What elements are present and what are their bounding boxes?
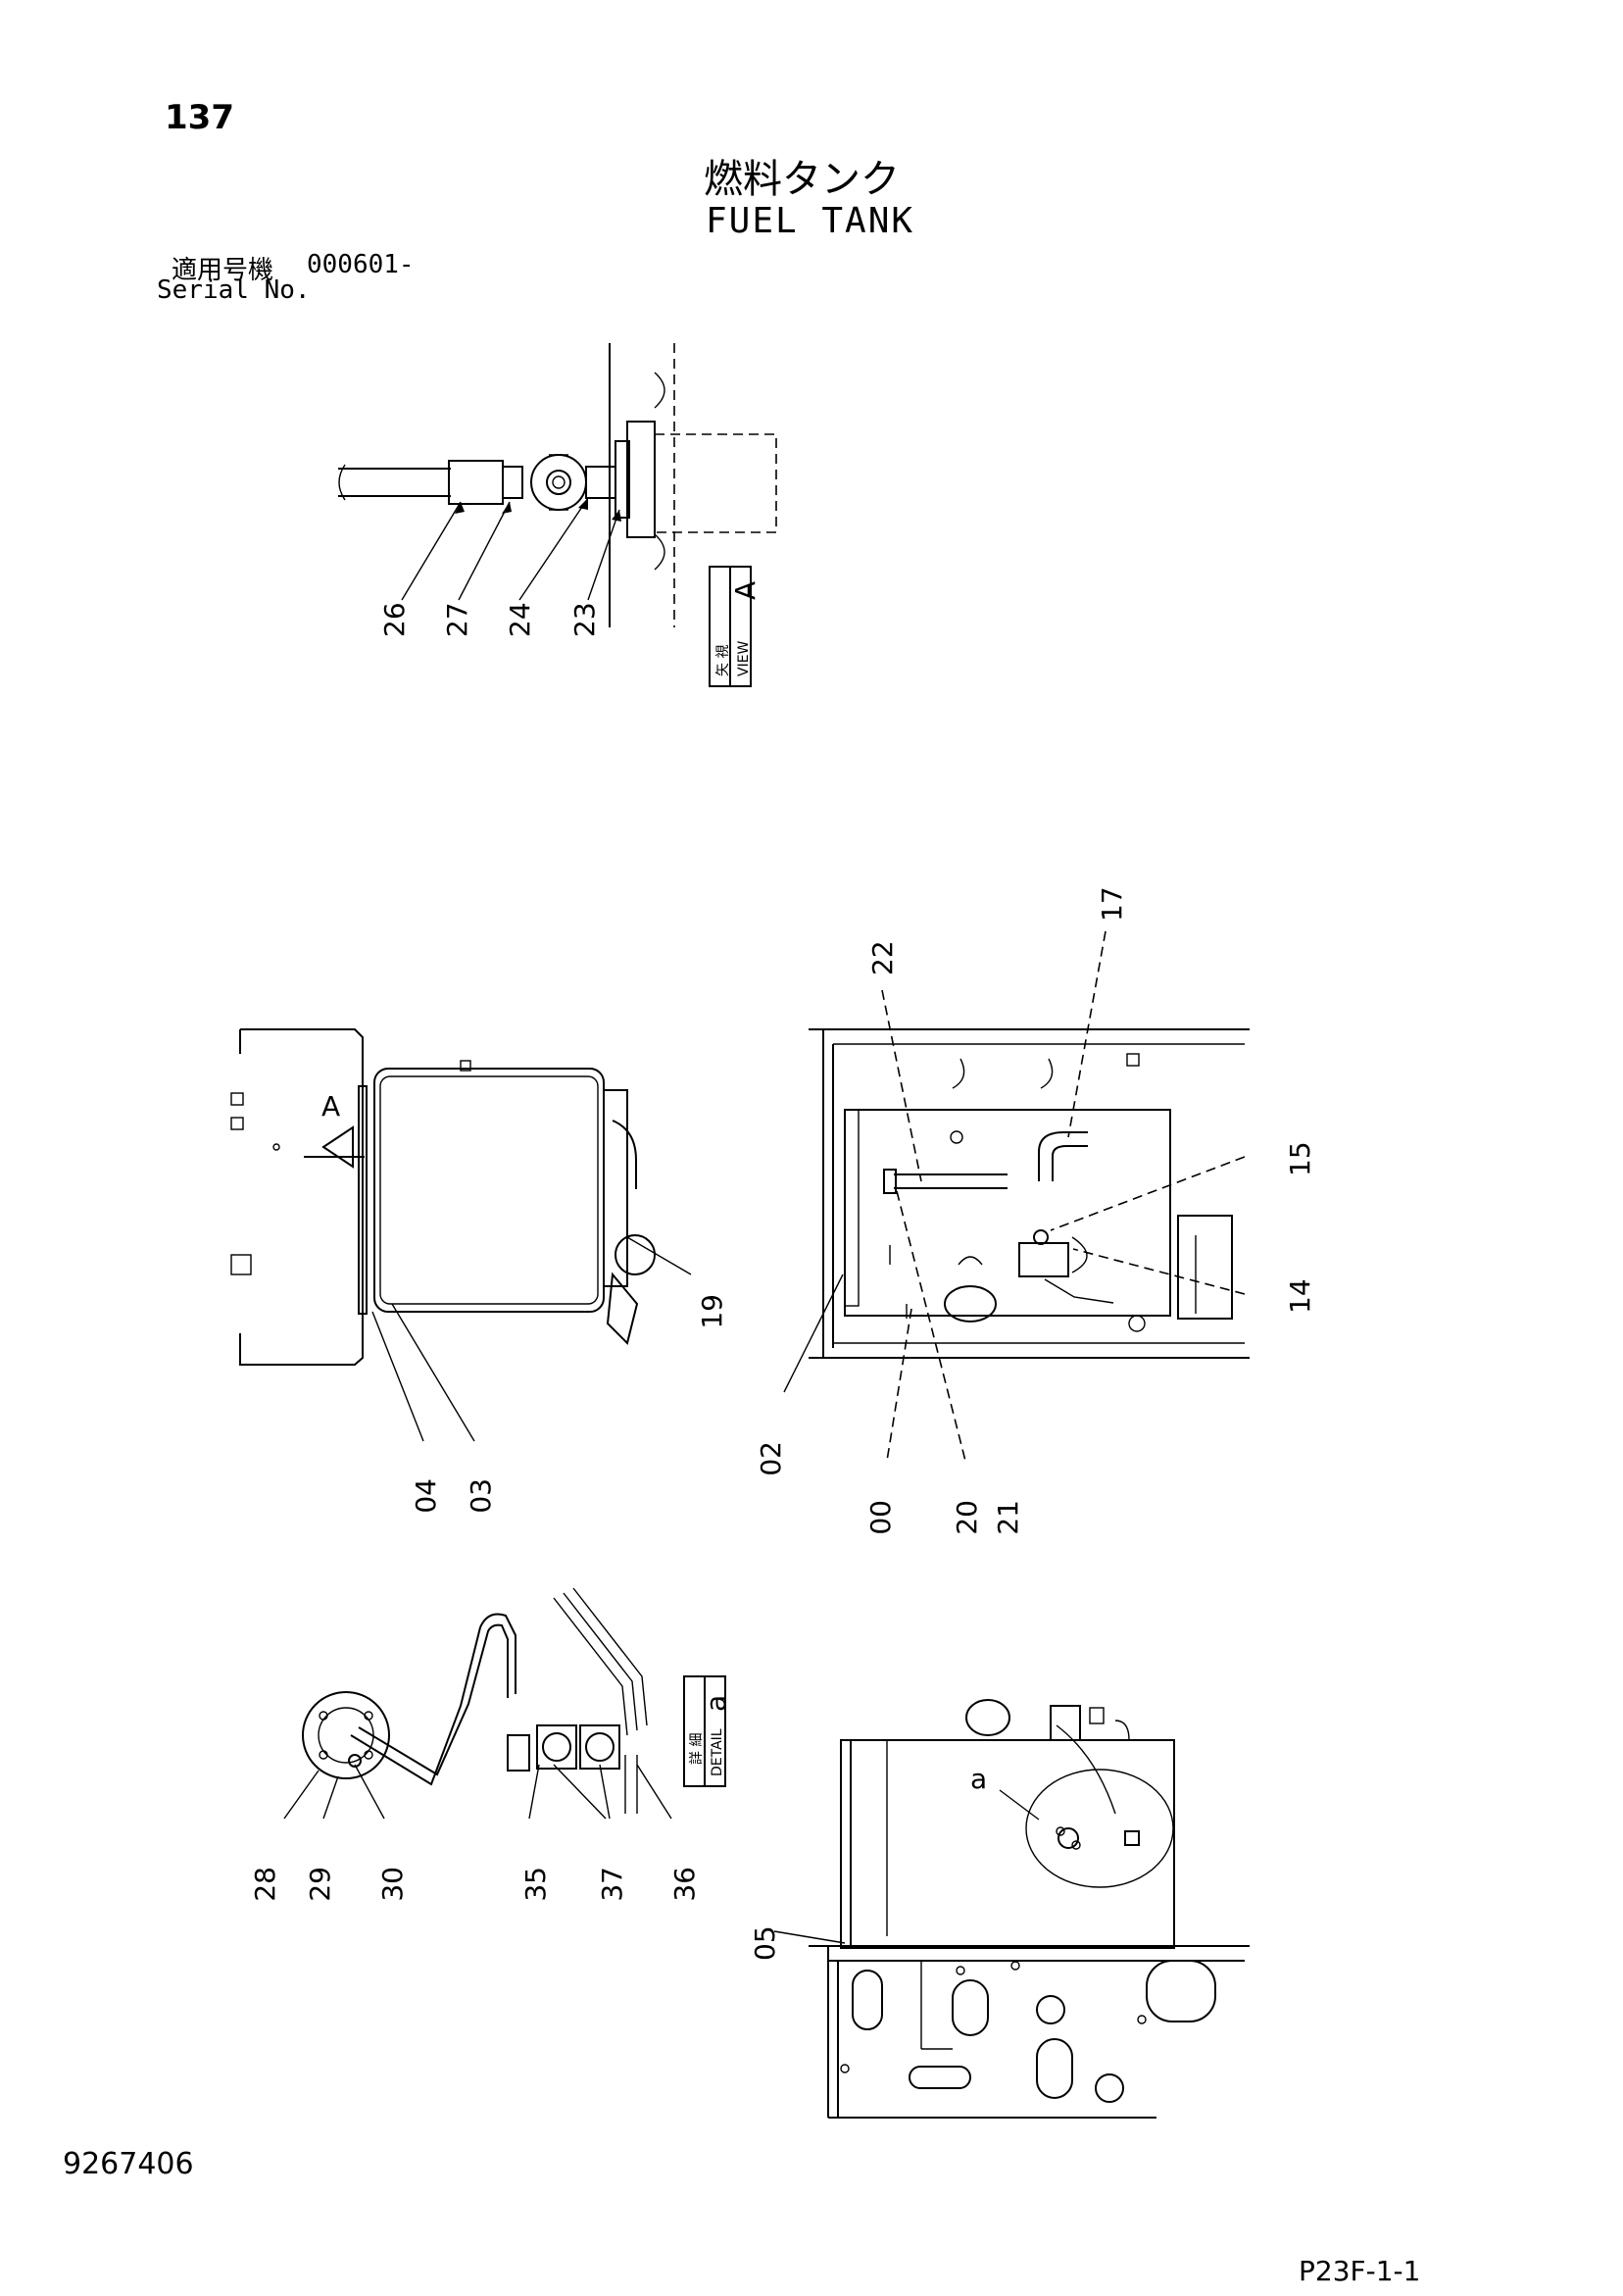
callout-36: 36 xyxy=(668,1867,701,1902)
callout-05: 05 xyxy=(749,1925,781,1961)
callout-28: 28 xyxy=(249,1867,281,1902)
page-code: P23F-1-1 xyxy=(1299,2255,1421,2287)
callout-14: 14 xyxy=(1284,1278,1316,1314)
callout-19: 19 xyxy=(696,1294,728,1329)
callout-02: 02 xyxy=(755,1441,787,1476)
view-tag-english: VIEW xyxy=(736,640,752,676)
callout-30: 30 xyxy=(376,1867,409,1902)
detail-a-drawing: 28 29 30 35 37 36 詳 細 DETAIL a xyxy=(249,1587,732,1902)
callout-24: 24 xyxy=(504,602,536,637)
serial-label-english: Serial No. xyxy=(157,275,311,305)
callout-04: 04 xyxy=(410,1478,442,1514)
detail-a-callout-letter: a xyxy=(970,1763,987,1795)
callout-22: 22 xyxy=(866,940,899,975)
callout-00: 00 xyxy=(864,1500,897,1535)
drawing-number: 9267406 xyxy=(63,2147,194,2181)
top-view-drawing: 22 17 15 14 02 00 20 21 xyxy=(755,886,1316,1534)
detail-tag-japanese: 詳 細 xyxy=(689,1733,705,1765)
detail-tag-english: DETAIL xyxy=(710,1728,725,1776)
title-english: FUEL TANK xyxy=(706,201,915,241)
bottom-view-drawing: a 05 xyxy=(749,1699,1250,2119)
detail-tag-letter: a xyxy=(700,1695,732,1712)
callout-20: 20 xyxy=(951,1500,983,1535)
view-tag-japanese: 矢 視 xyxy=(715,645,731,676)
callout-21: 21 xyxy=(992,1500,1024,1535)
callout-15: 15 xyxy=(1284,1141,1316,1176)
callout-27: 27 xyxy=(441,602,473,637)
view-tag-letter: A xyxy=(729,581,762,600)
callout-03: 03 xyxy=(465,1478,497,1514)
serial-value: 000601- xyxy=(307,250,415,279)
callout-29: 29 xyxy=(304,1867,336,1902)
view-a-drawing: 26 27 24 23 矢 視 VIEW A xyxy=(338,343,777,687)
title-japanese: 燃料タンク xyxy=(704,157,900,202)
callout-35: 35 xyxy=(519,1867,552,1902)
callout-17: 17 xyxy=(1096,886,1128,922)
callout-37: 37 xyxy=(596,1867,628,1902)
page-number: 137 xyxy=(165,98,234,137)
side-view-drawing: A 19 04 03 xyxy=(230,1028,728,1514)
serial-label-japanese: 適用号機 xyxy=(172,256,274,285)
arrow-a-letter: A xyxy=(321,1090,340,1123)
callout-26: 26 xyxy=(378,602,411,637)
callout-23: 23 xyxy=(568,602,601,637)
